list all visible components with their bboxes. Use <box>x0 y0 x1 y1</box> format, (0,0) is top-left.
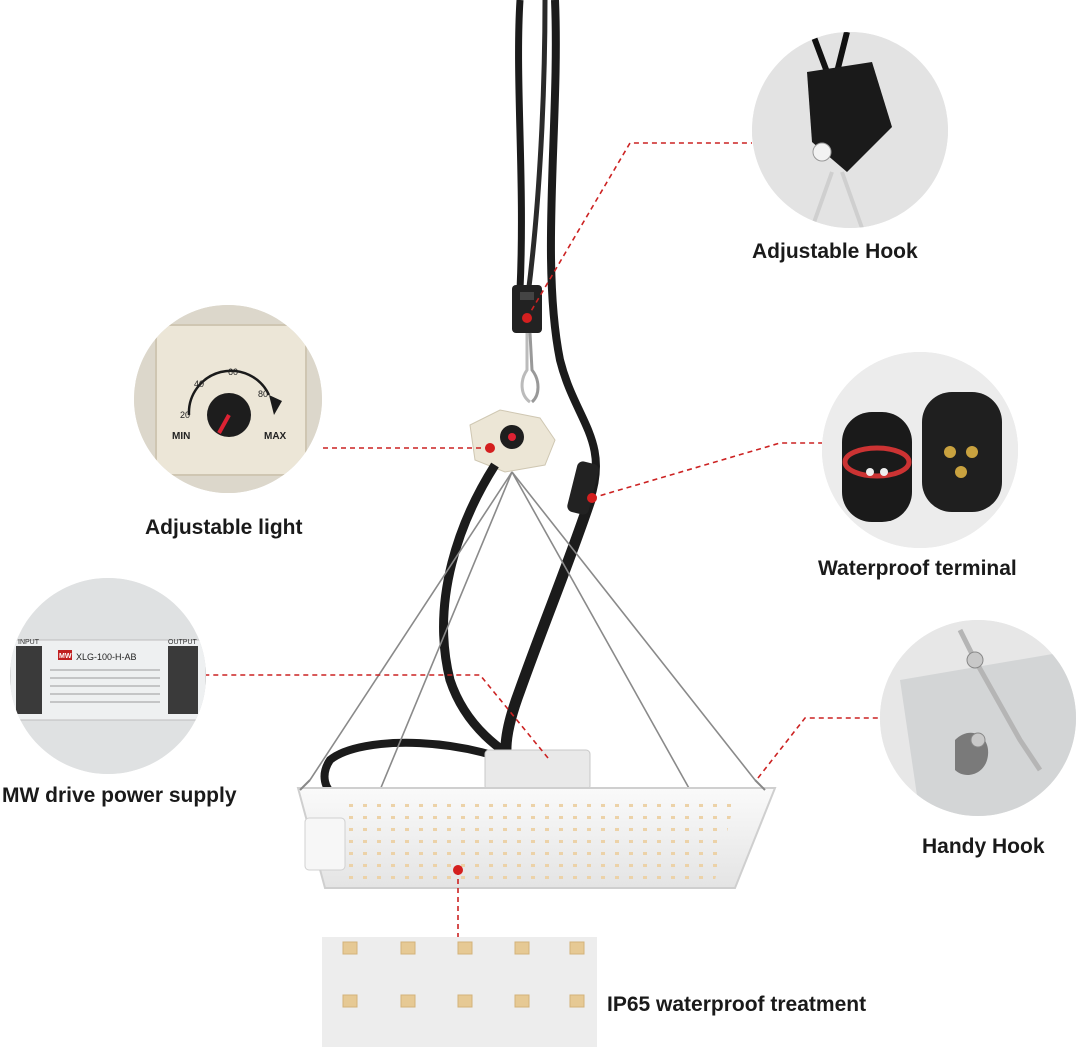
driver-output-text: OUTPUT <box>168 639 198 646</box>
power-supply-closeup: INPUT XLG-100-H-AB OUTPUT MW <box>10 578 206 774</box>
handy-hook-label: Handy Hook <box>922 835 1045 858</box>
dial-mark-20: 20 <box>180 410 190 420</box>
handy-hook-closeup <box>880 620 1076 816</box>
hanging-rope-right <box>525 0 548 296</box>
dimmer-module <box>469 409 556 473</box>
adjustable-light-label: Adjustable light <box>145 516 303 539</box>
power-cable-upper <box>546 0 600 502</box>
callout-line-driver <box>205 674 549 759</box>
driver-input-text: INPUT <box>18 639 40 646</box>
driver-box <box>484 749 591 791</box>
dial-mark-60: 60 <box>228 367 238 377</box>
callout-line-hook <box>526 142 752 319</box>
adjustable-hook-label: Adjustable Hook <box>752 240 918 263</box>
driver-brand-text: MW <box>59 653 72 660</box>
dial-max: MAX <box>264 431 287 442</box>
callout-line-terminal <box>591 442 822 499</box>
waterproof-terminal-label: Waterproof terminal <box>818 557 1017 580</box>
waterproof-terminal-closeup <box>822 352 1018 548</box>
ip65-label: IP65 waterproof treatment <box>607 993 867 1016</box>
callout-line-handyhook <box>757 717 880 779</box>
dial-mark-80: 80 <box>258 389 268 399</box>
adjustable-hook-closeup <box>752 32 948 228</box>
dial-min: MIN <box>172 431 190 442</box>
power-supply-label: MW drive power supply <box>2 784 237 807</box>
dimmer-cable <box>439 462 543 779</box>
panel-connector <box>304 817 346 871</box>
ratchet-hanger <box>512 285 542 333</box>
driver-model-text: XLG-100-H-AB <box>76 652 137 662</box>
power-cable-lower <box>500 498 596 784</box>
led-closeup <box>322 937 597 1047</box>
dial-mark-40: 40 <box>194 379 204 389</box>
hanging-rope-left <box>515 0 525 291</box>
adjustable-light-closeup: 20 40 60 80 MIN MAX <box>134 305 322 493</box>
